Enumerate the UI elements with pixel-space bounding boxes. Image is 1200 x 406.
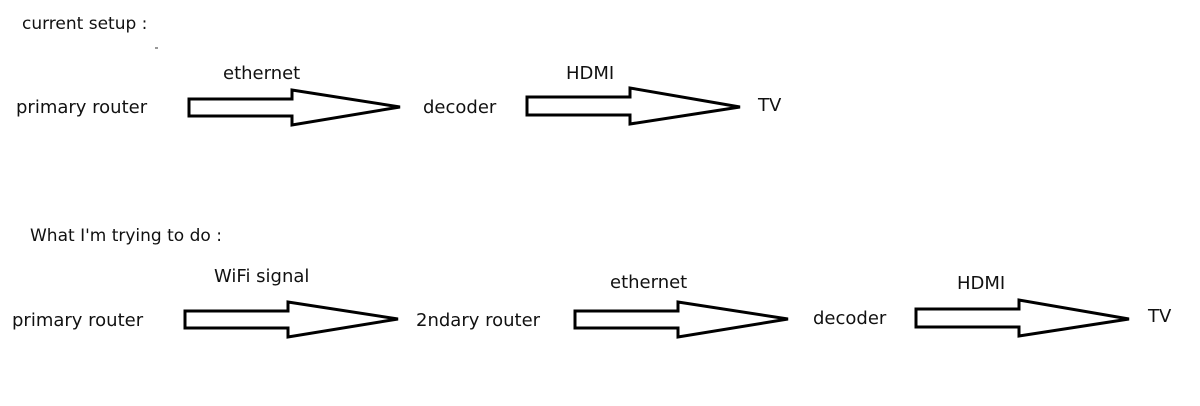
link-label-ethernet: ethernet xyxy=(223,63,301,84)
link-label-hdmi-goal: HDMI xyxy=(957,273,1006,294)
node-2ndary-router: 2ndary router xyxy=(416,310,541,331)
arrow-decoder-to-tv xyxy=(525,86,741,126)
node-tv-goal: TV xyxy=(1148,306,1172,327)
link-label-ethernet-goal: ethernet xyxy=(610,272,688,293)
arrow-decoder-to-tv-goal xyxy=(914,298,1130,338)
arrow-primary-router-to-2ndary-router xyxy=(183,300,399,339)
node-primary-router-goal: primary router xyxy=(12,310,144,331)
node-tv: TV xyxy=(758,95,782,116)
arrow-primary-router-to-decoder xyxy=(187,88,401,127)
node-decoder-goal: decoder xyxy=(813,308,887,329)
node-primary-router: primary router xyxy=(16,97,148,118)
link-label-hdmi: HDMI xyxy=(566,63,615,84)
current-setup-heading: current setup : xyxy=(22,14,148,34)
link-label-wifi-signal: WiFi signal xyxy=(214,266,310,287)
stray-mark xyxy=(155,47,158,49)
goal-heading: What I'm trying to do : xyxy=(30,226,222,246)
node-decoder: decoder xyxy=(423,97,497,118)
arrow-2ndary-router-to-decoder xyxy=(573,300,789,339)
